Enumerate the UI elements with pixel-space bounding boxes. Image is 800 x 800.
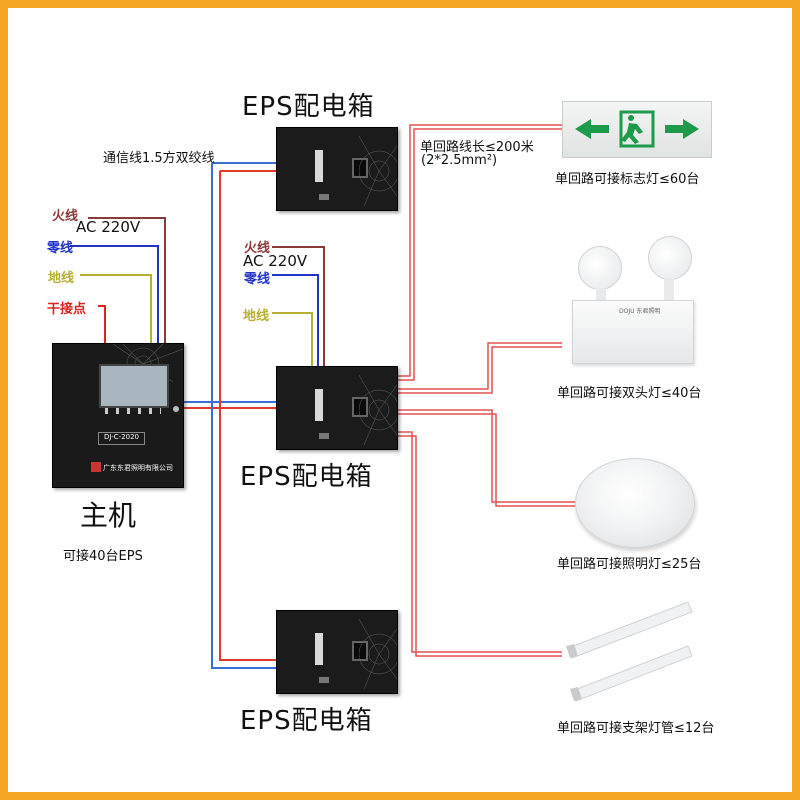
eps-live-wire [272,246,325,366]
twin-head-emergency-light-icon: DOJU 东君照明 [570,232,695,372]
host-indicator-leds [105,408,161,414]
eps-lock [319,433,329,439]
host-subtitle: 可接40台EPS [63,549,143,564]
eps-box-middle [276,366,398,450]
circuit-length-note: 单回路线长≤200米 [420,140,534,155]
host-maker: 广东东君照明有限公司 [103,464,173,472]
exit-sign-pictogram [575,110,699,148]
host-neutral-wire [70,245,159,345]
host-dry-contact-wire [98,305,106,345]
eps-box-top [276,127,398,211]
eps-voltage-label: AC 220V [243,252,308,270]
eps-nameplate [315,633,323,665]
eps-live-label: 火线 [244,241,271,256]
lamp-body: DOJU 东君照明 [572,300,694,364]
output-circuits [396,124,575,657]
lamp-head-right [648,236,692,280]
lamp-caption-ceiling: 单回路可接照明灯≤25台 [557,557,702,572]
host-live-label: 火线 [52,209,79,224]
eps-web-decoration [359,136,397,206]
host-controller: DJ-C-2020 广东东君照明有限公司 [52,343,184,488]
eps-label-middle: EPS配电箱 [240,462,373,492]
ceiling-light-icon [575,458,695,548]
host-live-wire [88,217,166,345]
comm-bus [182,162,276,669]
lamp-head-left [578,246,622,290]
host-key-lock [173,406,179,412]
lamp-arm-right [664,278,674,302]
eps-box-bottom [276,610,398,694]
lamp-caption-tube: 单回路可接支架灯管≤12台 [557,721,715,736]
eps-lock [319,194,329,200]
comm-line-label: 通信线1.5方双绞线 [103,151,215,166]
host-ground-label: 地线 [48,271,75,286]
eps-neutral-wire [272,274,319,366]
host-voltage-label: AC 220V [76,218,141,236]
eps-label-top: EPS配电箱 [242,92,375,122]
led-tube-icon [566,601,693,702]
eps-nameplate [315,389,323,421]
host-screen [99,364,169,408]
exit-sign-icon [562,101,712,158]
host-model-plate: DJ-C-2020 [98,432,145,445]
host-logo [91,462,101,472]
eps-lock [319,677,329,683]
eps-nameplate [315,150,323,182]
lamp-caption-twin: 单回路可接双头灯≤40台 [557,386,702,401]
lamp-brand: DOJU 东君照明 [619,308,661,315]
eps-label-bottom: EPS配电箱 [240,706,373,736]
host-title: 主机 [80,499,137,532]
eps-web-decoration [359,619,397,689]
host-neutral-label: 零线 [47,241,74,256]
lamp-caption-exit: 单回路可接标志灯≤60台 [555,172,700,187]
circuit-wire-spec: (2*2.5mm²) [421,153,498,168]
host-dry-contact-label: 干接点 [47,302,87,317]
eps-web-decoration [359,375,397,445]
host-ground-wire [80,274,152,345]
eps-ground-label: 地线 [243,309,270,324]
eps-neutral-label: 零线 [244,272,271,287]
lamp-arm-left [596,288,606,302]
eps-ground-wire [272,312,313,366]
